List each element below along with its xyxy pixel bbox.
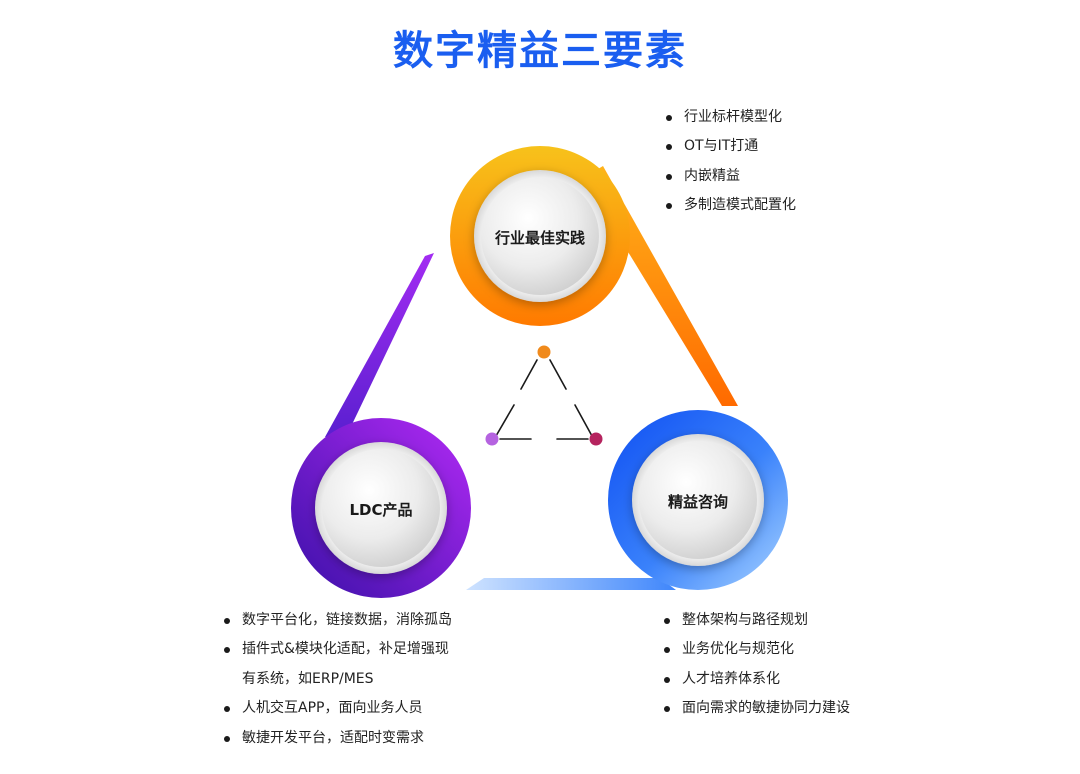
list-item: 业务优化与规范化 bbox=[664, 635, 850, 664]
top-node bbox=[450, 146, 630, 326]
left-connector bbox=[325, 253, 434, 437]
center-triangle-icon bbox=[495, 359, 593, 440]
left-node bbox=[291, 418, 471, 598]
right-node-bullet-list: 整体架构与路径规划 业务优化与规范化 人才培养体系化 面向需求的敏捷协同力建设 bbox=[664, 606, 850, 724]
list-item: 数字平台化，链接数据，消除孤岛 bbox=[224, 606, 452, 635]
list-item: 面向需求的敏捷协同力建设 bbox=[664, 694, 850, 723]
center-top-dot bbox=[537, 345, 551, 359]
list-item: 内嵌精益 bbox=[666, 162, 796, 191]
bottom-connector bbox=[466, 578, 676, 590]
list-item-continuation: 有系统，如ERP/MES bbox=[242, 670, 374, 687]
page-title: 数字精益三要素 bbox=[393, 27, 687, 74]
list-item: 插件式&模块化适配，补足增强现 bbox=[224, 635, 452, 664]
list-item: 整体架构与路径规划 bbox=[664, 606, 850, 635]
list-item: OT与IT打通 bbox=[666, 132, 796, 161]
list-item: 人机交互APP，面向业务人员 bbox=[224, 694, 452, 723]
left-node-bullet-list: 数字平台化，链接数据，消除孤岛 插件式&模块化适配，补足增强现 有系统，如ERP… bbox=[224, 606, 452, 753]
top-node-label: 行业最佳实践 bbox=[494, 229, 585, 247]
center-right-dot bbox=[589, 432, 603, 446]
right-node-label: 精益咨询 bbox=[667, 493, 728, 511]
center-left-dot bbox=[485, 432, 499, 446]
list-item: 多制造模式配置化 bbox=[666, 191, 796, 220]
list-item: 行业标杆模型化 bbox=[666, 103, 796, 132]
right-node bbox=[608, 410, 788, 590]
list-item: 敏捷开发平台，适配时变需求 bbox=[224, 724, 452, 753]
top-node-bullet-list: 行业标杆模型化 OT与IT打通 内嵌精益 多制造模式配置化 bbox=[666, 103, 796, 221]
list-item: 人才培养体系化 bbox=[664, 665, 850, 694]
left-node-label: LDC产品 bbox=[349, 501, 413, 519]
